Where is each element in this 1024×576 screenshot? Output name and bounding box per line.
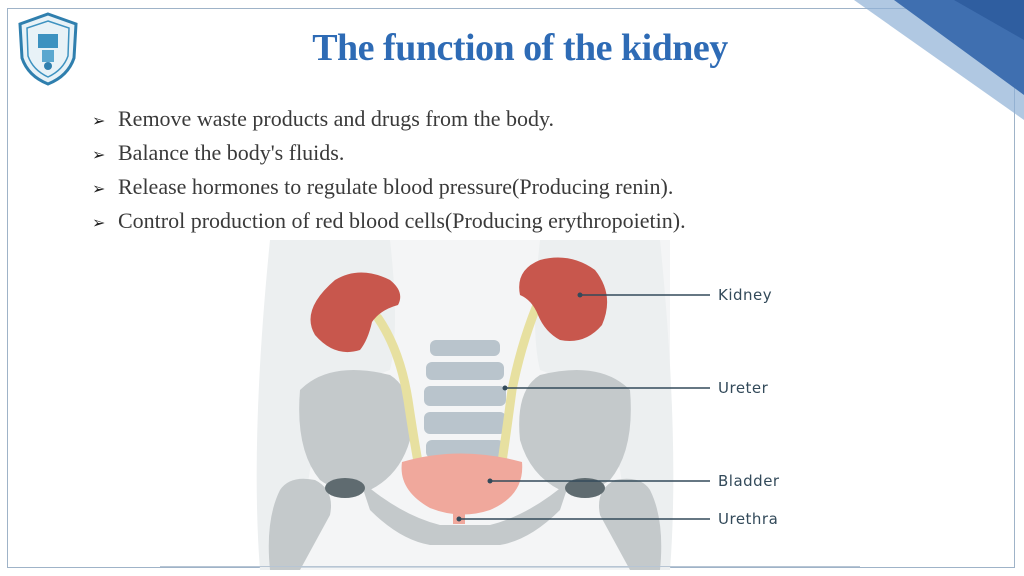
label-bladder: Bladder <box>718 472 780 490</box>
label-ureter: Ureter <box>718 379 769 397</box>
arrow-bullet-icon: ➢ <box>92 147 106 164</box>
bullet-item: ➢ Control production of red blood cells(… <box>92 205 686 239</box>
bullet-text: Release hormones to regulate blood press… <box>118 174 674 199</box>
kidney-right <box>519 257 608 341</box>
pelvis-bones <box>268 370 662 570</box>
ureter-right <box>497 293 545 467</box>
bullet-item: ➢ Balance the body's fluids. <box>92 137 686 171</box>
bladder <box>401 453 523 515</box>
arrow-bullet-icon: ➢ <box>92 215 106 232</box>
bullet-text: Control production of red blood cells(Pr… <box>118 208 686 233</box>
spine <box>424 340 506 458</box>
university-seal-icon <box>18 12 78 86</box>
slide-title: The function of the kidney <box>312 27 728 69</box>
label-urethra: Urethra <box>718 510 778 528</box>
arrow-bullet-icon: ➢ <box>92 113 106 130</box>
label-kidney: Kidney <box>718 286 772 304</box>
bullet-text: Balance the body's fluids. <box>118 140 345 165</box>
bullet-text: Remove waste products and drugs from the… <box>118 106 555 131</box>
bottom-rule <box>160 566 860 567</box>
arrow-bullet-icon: ➢ <box>92 181 106 198</box>
bullet-item: ➢ Release hormones to regulate blood pre… <box>92 171 686 205</box>
corner-decoration <box>854 0 1024 120</box>
urinary-system-diagram: Kidney Ureter Bladder Urethra <box>256 240 780 570</box>
bullet-item: ➢ Remove waste products and drugs from t… <box>92 103 686 137</box>
ureter-left <box>373 313 423 467</box>
kidney-left <box>310 272 401 353</box>
bullet-list: ➢ Remove waste products and drugs from t… <box>92 103 686 239</box>
